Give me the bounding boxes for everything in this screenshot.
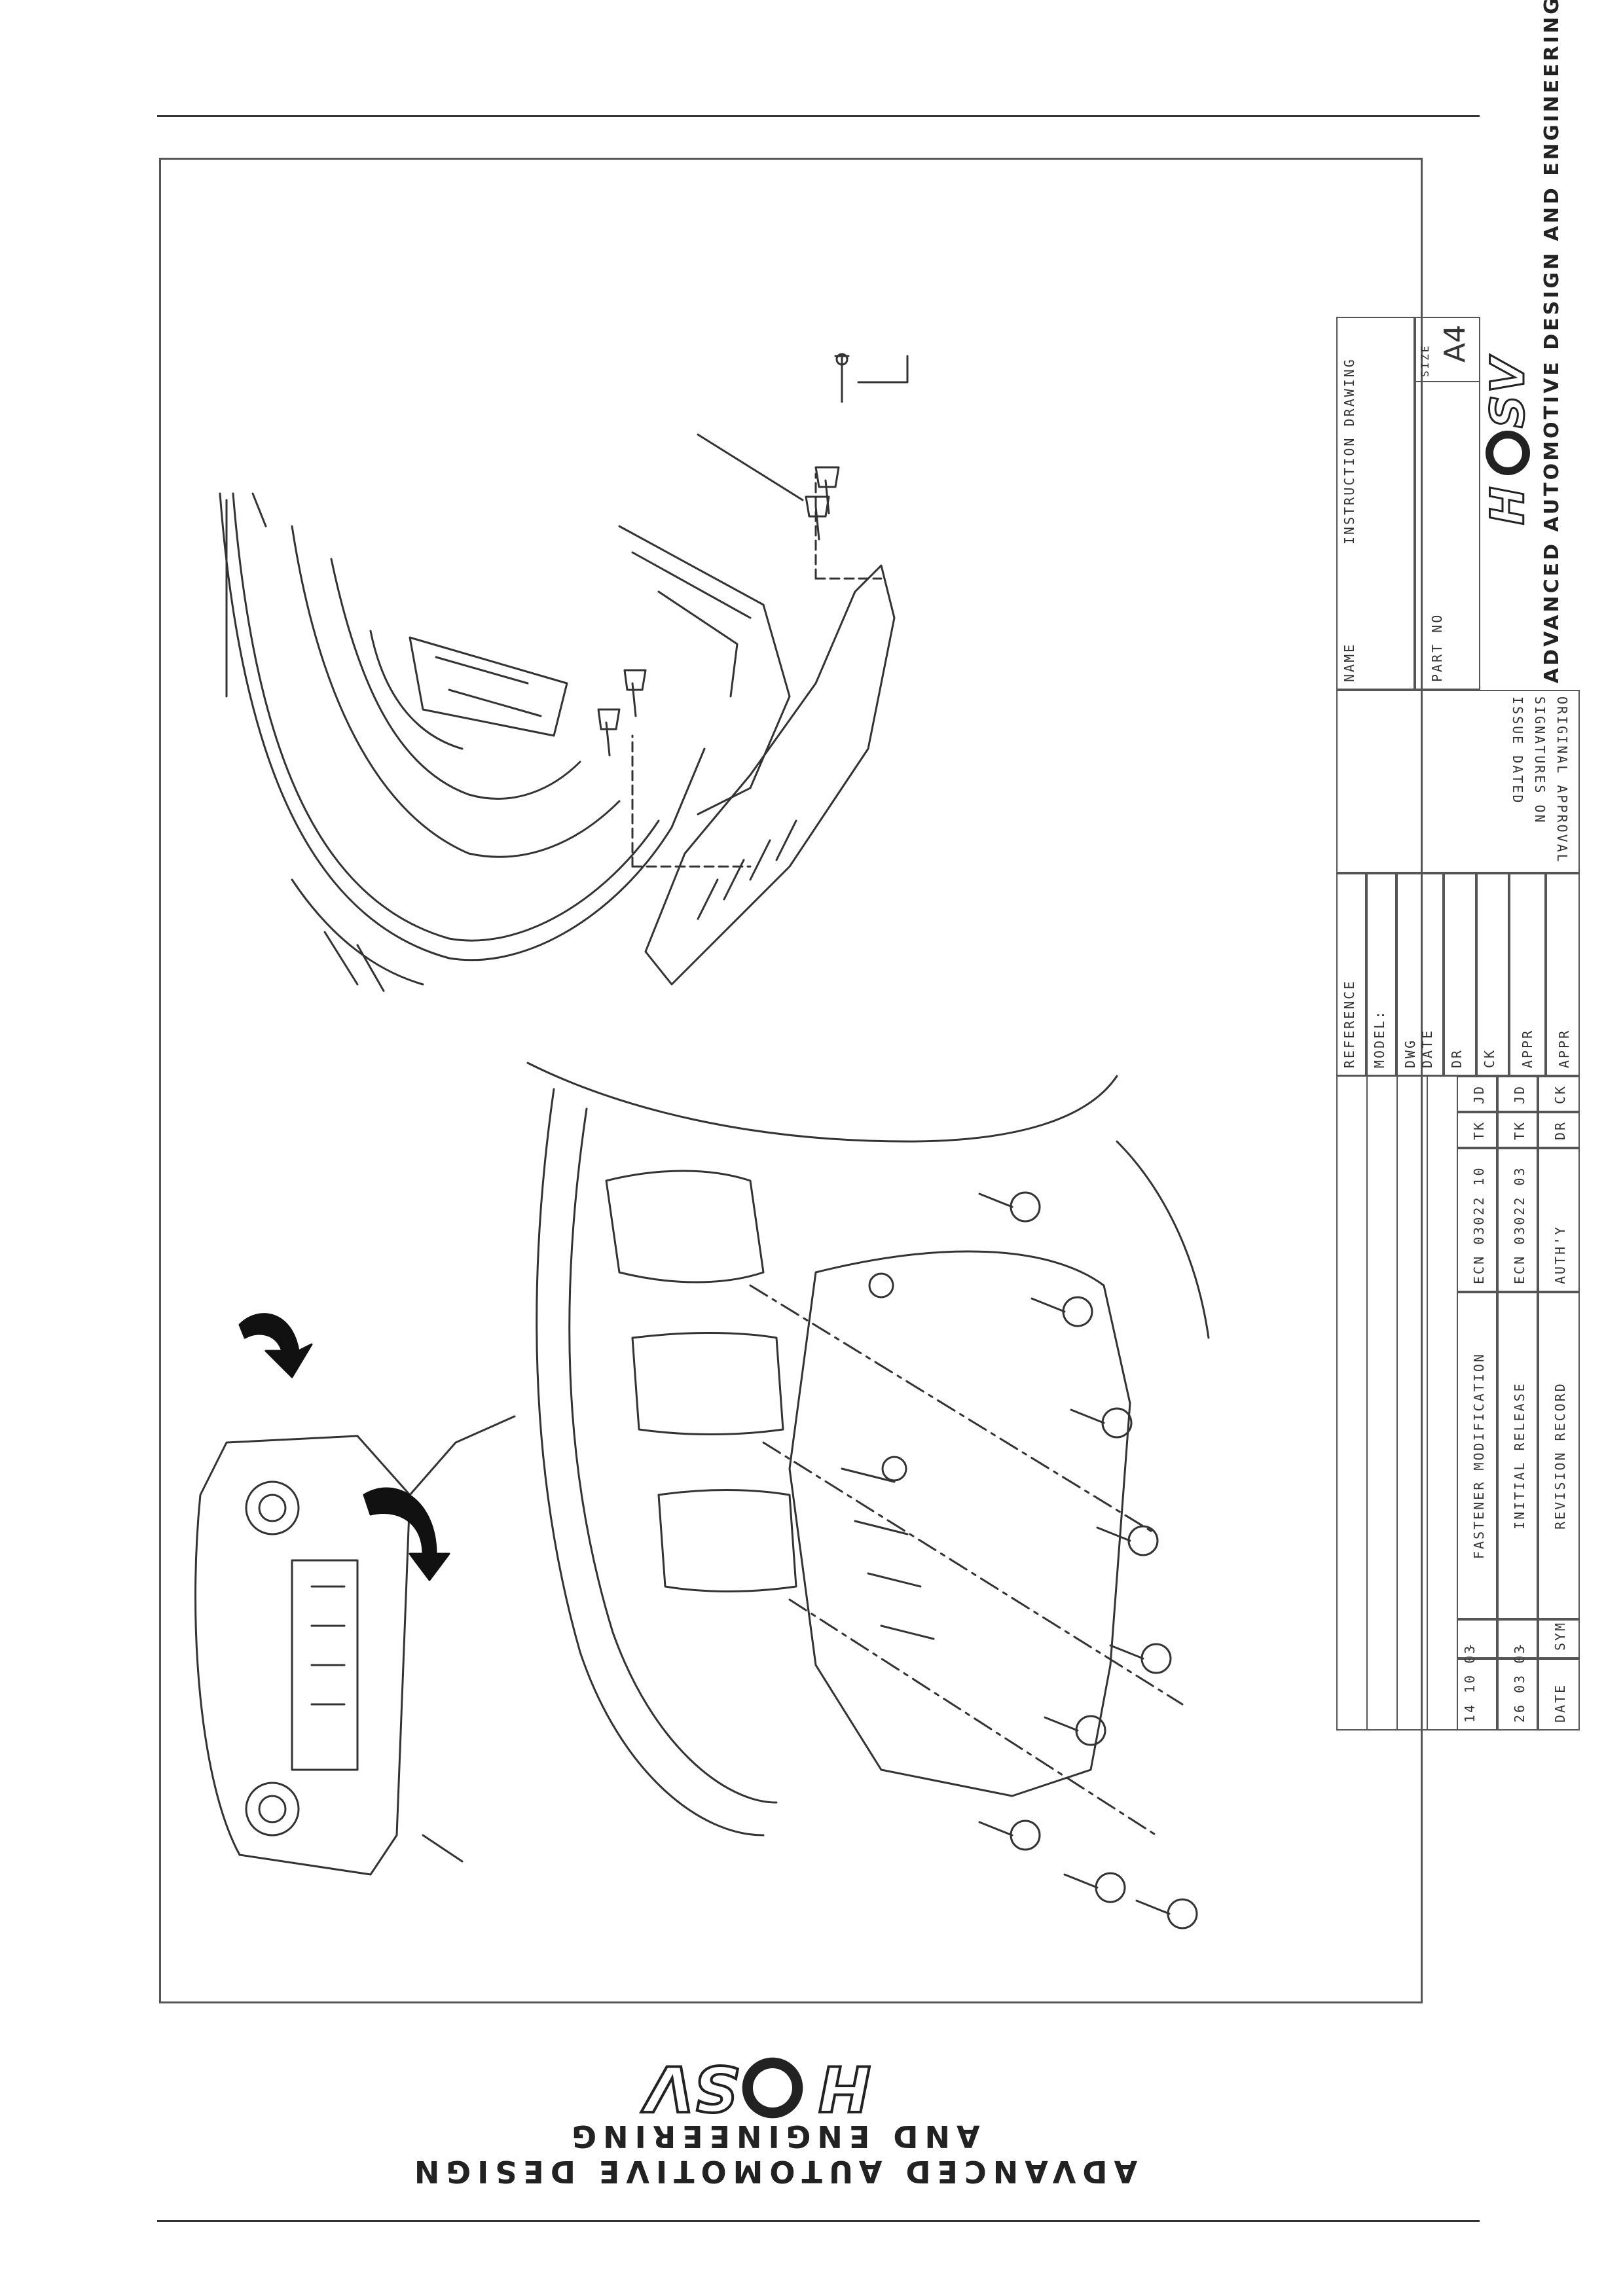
rev-header-description: REVISION RECORD [1538, 1292, 1580, 1619]
approval-line-3: ISSUE DATED [1510, 696, 1525, 805]
size-label: SIZE [1419, 344, 1431, 377]
appr-label-2: APPR [1546, 873, 1580, 1076]
rev-row-empty-3 [1396, 1076, 1427, 1731]
model-label: MODEL: [1366, 873, 1396, 1076]
svg-text:H: H [818, 2051, 871, 2125]
rev1-date: 14 10 03 [1457, 1644, 1497, 1731]
approval-note: ORIGINAL APPROVAL SIGNATURES ON ISSUE DA… [1500, 696, 1573, 867]
rev1-description: FASTENER MODIFICATION [1457, 1292, 1497, 1619]
wheelarch-liner-view [526, 1062, 1210, 1837]
title-block: 14 10 03 - FASTENER MODIFICATION ECN 030… [1336, 0, 1580, 1731]
rev2-date: 26 03 03 [1497, 1644, 1538, 1731]
header-rule [157, 115, 1480, 117]
footer-rule [157, 2220, 1480, 2222]
dr-label: DR [1444, 873, 1476, 1076]
undertray-panel-top [631, 473, 896, 986]
rev1-auth: ECN 03022 10 [1457, 1148, 1497, 1292]
rev-header-dr: DR [1538, 1112, 1580, 1148]
name-value: INSTRUCTION DRAWING [1341, 357, 1357, 545]
drawing-frame: 14 10 03 - FASTENER MODIFICATION ECN 030… [159, 0, 1580, 2003]
rev-header-ck: CK [1538, 1076, 1580, 1112]
dwg-date-cell: DWG DATE [1396, 873, 1444, 1076]
dwg-label: DWG [1402, 1038, 1418, 1068]
name-label: NAME [1341, 642, 1357, 682]
fasteners-lower [868, 1191, 1198, 1929]
rev-header-date: DATE [1538, 1659, 1580, 1731]
rev2-auth: ECN 03022 03 [1497, 1148, 1538, 1292]
approval-line-2: SIGNATURES ON [1532, 696, 1548, 825]
part-no-label: PART NO [1429, 613, 1445, 682]
rev2-description: INITIAL RELEASE [1497, 1292, 1538, 1619]
size-value: A4 [1438, 324, 1472, 363]
rev1-sym: - [1457, 1619, 1497, 1659]
logo-cell: H SV ADVANCED AUTOMOTIVE DESIGN AND ENGI… [1480, 0, 1580, 690]
assembly-illustration [194, 353, 1210, 1929]
rev-row-empty-1 [1336, 1076, 1366, 1731]
rev2-dr: TK [1497, 1112, 1538, 1148]
reference-label: REFERENCE [1336, 873, 1366, 1076]
hsv-logo-icon: H SV [1480, 353, 1536, 526]
ck-label: CK [1476, 873, 1509, 1076]
rev-header-auth: AUTH'Y [1538, 1148, 1580, 1292]
footer-hsv-logo-icon: H SV [639, 2050, 872, 2126]
svg-text:SV: SV [1481, 355, 1535, 428]
rev-row-empty-4 [1427, 1076, 1457, 1731]
name-cell: NAME INSTRUCTION DRAWING [1336, 317, 1415, 690]
footer-branding: ADVANCED AUTOMOTIVE DESIGN AND ENGINEERI… [393, 2013, 1152, 2196]
bumper-wheelarch-view [219, 492, 791, 992]
appr-label-1: APPR [1509, 873, 1546, 1076]
rev-header-sym: SYM [1538, 1619, 1580, 1659]
install-arrows [238, 1313, 450, 1581]
svg-text:H: H [1481, 484, 1535, 525]
rev1-dr: TK [1457, 1112, 1497, 1148]
rev1-ck: JD [1457, 1076, 1497, 1112]
footer-tagline: ADVANCED AUTOMOTIVE DESIGN AND ENGINEERI… [407, 2119, 1138, 2189]
rev-row-empty-2 [1366, 1076, 1396, 1731]
svg-text:SV: SV [640, 2051, 739, 2125]
vehicle-front-view [194, 1415, 516, 1876]
date-label: DATE [1419, 1028, 1435, 1068]
rev2-ck: JD [1497, 1076, 1538, 1112]
rev2-sym: - [1497, 1619, 1538, 1659]
size-cell: SIZE A4 [1415, 317, 1480, 382]
fasteners-top [597, 353, 909, 757]
title-block-tagline: ADVANCED AUTOMOTIVE DESIGN AND ENGINEERI… [1541, 0, 1563, 683]
approval-line-1: ORIGINAL APPROVAL [1554, 696, 1570, 864]
